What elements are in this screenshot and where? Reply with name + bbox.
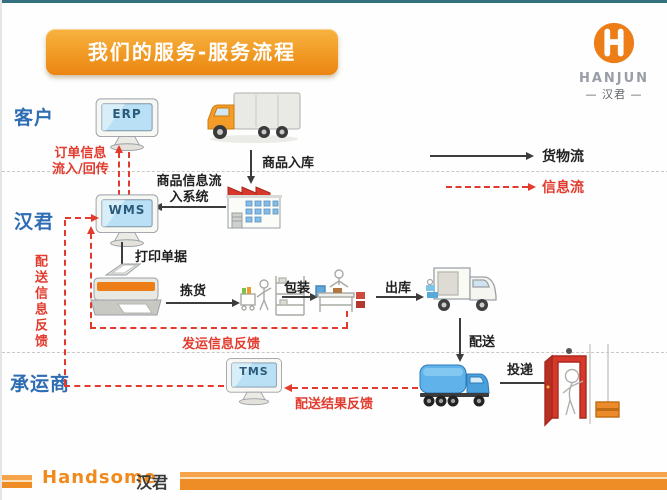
- dispatch-result-label: 配送结果反馈: [295, 397, 374, 412]
- print-arrow: [121, 242, 123, 268]
- pick-arrow: [166, 302, 232, 304]
- printer-icon: [88, 260, 166, 326]
- lane-divider-2: [2, 352, 667, 353]
- deliver-label: 投递: [507, 363, 534, 378]
- legend-info-arrowhead: [528, 183, 536, 191]
- dispatch-info-line-v: [64, 220, 66, 385]
- lane-divider-1: [2, 171, 667, 172]
- shipping-info-line-h: [90, 327, 348, 329]
- pick-label: 拣货: [180, 284, 207, 299]
- outbound-arrowhead: [416, 293, 424, 301]
- inbound-arrow: [250, 150, 252, 176]
- erp-computer-icon: ERP: [92, 96, 162, 156]
- dispatch-info-into-wms: [65, 217, 91, 219]
- deliver-arrow: [500, 382, 546, 384]
- order-feedback-line2: 流入/回传: [52, 162, 109, 177]
- pack-arrow: [282, 296, 310, 298]
- legend-info-arrow: [446, 186, 528, 188]
- shipping-info-line-v2: [90, 233, 92, 328]
- page-title: 我们的服务-服务流程: [46, 29, 338, 75]
- loading-truck-icon: [424, 262, 502, 320]
- pack-arrowhead: [310, 293, 318, 301]
- lane-label-carrier: 承运商: [10, 373, 71, 395]
- info-to-system-arrow: [162, 206, 226, 208]
- order-down-dashed-line: [128, 152, 130, 196]
- top-accent-line: [2, 0, 667, 3]
- door-person-package-icon: [542, 342, 624, 434]
- blue-truck-icon: [418, 362, 492, 412]
- factory-icon: [223, 180, 285, 236]
- footer-bar-left: [2, 475, 32, 488]
- info-to-system-line2: 入系统: [169, 190, 209, 205]
- info-to-system-label: 商品信息流 入系统: [144, 174, 234, 206]
- shipping-info-arrowhead: [87, 226, 95, 234]
- lane-label-customer: 客户: [14, 107, 55, 129]
- tms-screen-label: TMS: [239, 365, 269, 378]
- dispatch-arrow: [459, 318, 461, 354]
- legend-goods-arrow: [430, 155, 526, 157]
- order-up-arrowhead: [115, 145, 123, 153]
- tms-computer-icon: TMS: [223, 356, 285, 410]
- legend-goods-label: 货物流: [542, 149, 584, 165]
- wms-screen-label: WMS: [108, 203, 146, 217]
- cargo-truck-icon: [204, 88, 304, 150]
- hanjun-circle-icon: [593, 22, 635, 64]
- shipping-info-line-v1: [346, 311, 348, 328]
- wms-computer-icon: WMS: [92, 192, 162, 252]
- order-feedback-line1: 订单信息: [54, 146, 107, 161]
- legend-goods-arrowhead: [526, 152, 534, 160]
- order-up-dashed-line: [118, 152, 120, 196]
- footer-brand-en: Handsome: [42, 467, 157, 488]
- order-feedback-label: 订单信息 流入/回传: [52, 146, 109, 178]
- print-label: 打印单据: [135, 250, 188, 265]
- brand-name: HANJUN: [578, 71, 650, 86]
- outbound-label: 出库: [385, 281, 412, 296]
- footer-bar-right: [180, 472, 667, 490]
- footer-brand-cn: 汉君: [136, 473, 169, 492]
- dispatch-result-line: [292, 387, 418, 389]
- outbound-arrow: [376, 296, 416, 298]
- dispatch-arrowhead: [456, 354, 464, 362]
- brand-logo: HANJUN — 汉君 —: [566, 20, 662, 102]
- lane-label-company: 汉君: [14, 211, 55, 233]
- dispatch-result-arrowhead: [284, 384, 292, 392]
- dispatch-label: 配送: [469, 335, 496, 350]
- inbound-label: 商品入库: [262, 156, 315, 171]
- dispatch-info-label: 配送信息反馈: [32, 254, 47, 350]
- pack-label: 包装: [284, 281, 311, 296]
- shipping-info-label: 发运信息反馈: [182, 337, 261, 352]
- erp-screen-label: ERP: [112, 107, 142, 121]
- inbound-arrowhead: [247, 176, 255, 184]
- dispatch-info-arrowhead: [91, 214, 99, 222]
- info-to-system-line1: 商品信息流: [156, 174, 222, 189]
- packing-table-icon: [310, 266, 368, 320]
- legend-info-label: 信息流: [542, 180, 584, 196]
- pick-arrowhead: [232, 299, 240, 307]
- brand-name-cn: — 汉君 —: [585, 88, 643, 101]
- dispatch-info-line-h: [64, 385, 224, 387]
- picker-shelf-icon: [238, 270, 310, 324]
